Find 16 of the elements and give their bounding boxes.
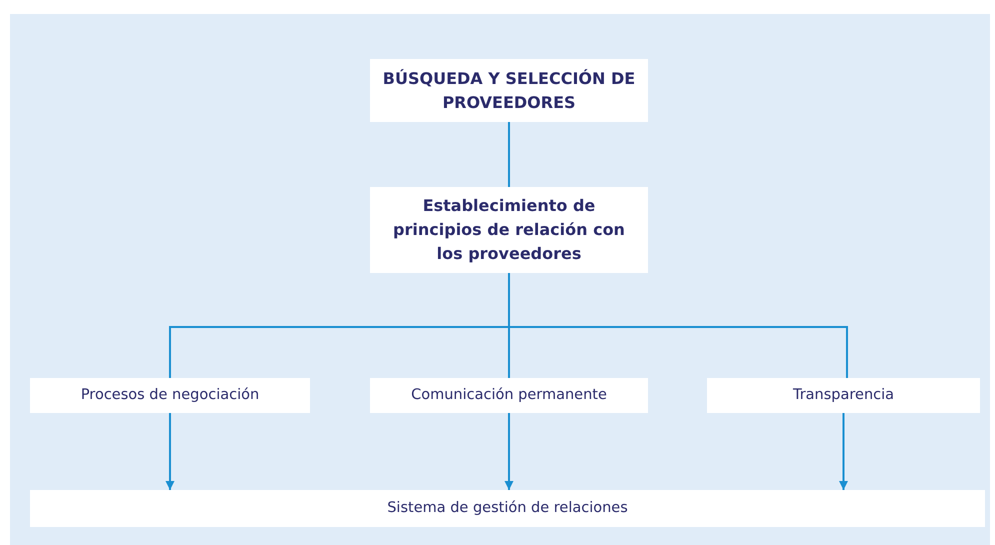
connector-line <box>508 122 510 187</box>
box-text: BÚSQUEDA Y SELECCIÓN DE PROVEEDORES <box>382 68 636 114</box>
box-text: Establecimiento de principios de relación con los proveedores <box>392 195 626 265</box>
box-text: Procesos de negociación <box>80 386 260 405</box>
box-text: Transparencia <box>792 386 894 405</box>
process-box <box>370 59 648 122</box>
process-box <box>707 378 980 413</box>
arrow <box>504 413 514 490</box>
arrow <box>839 413 848 490</box>
process-box <box>30 490 985 527</box>
process-box <box>370 378 648 413</box>
process-box <box>370 187 648 273</box>
arrow <box>166 413 174 490</box>
box-text: Comunicación permanente <box>411 386 607 405</box>
process-box <box>30 378 310 413</box>
box-text: Sistema de gestión de relaciones <box>387 498 628 518</box>
